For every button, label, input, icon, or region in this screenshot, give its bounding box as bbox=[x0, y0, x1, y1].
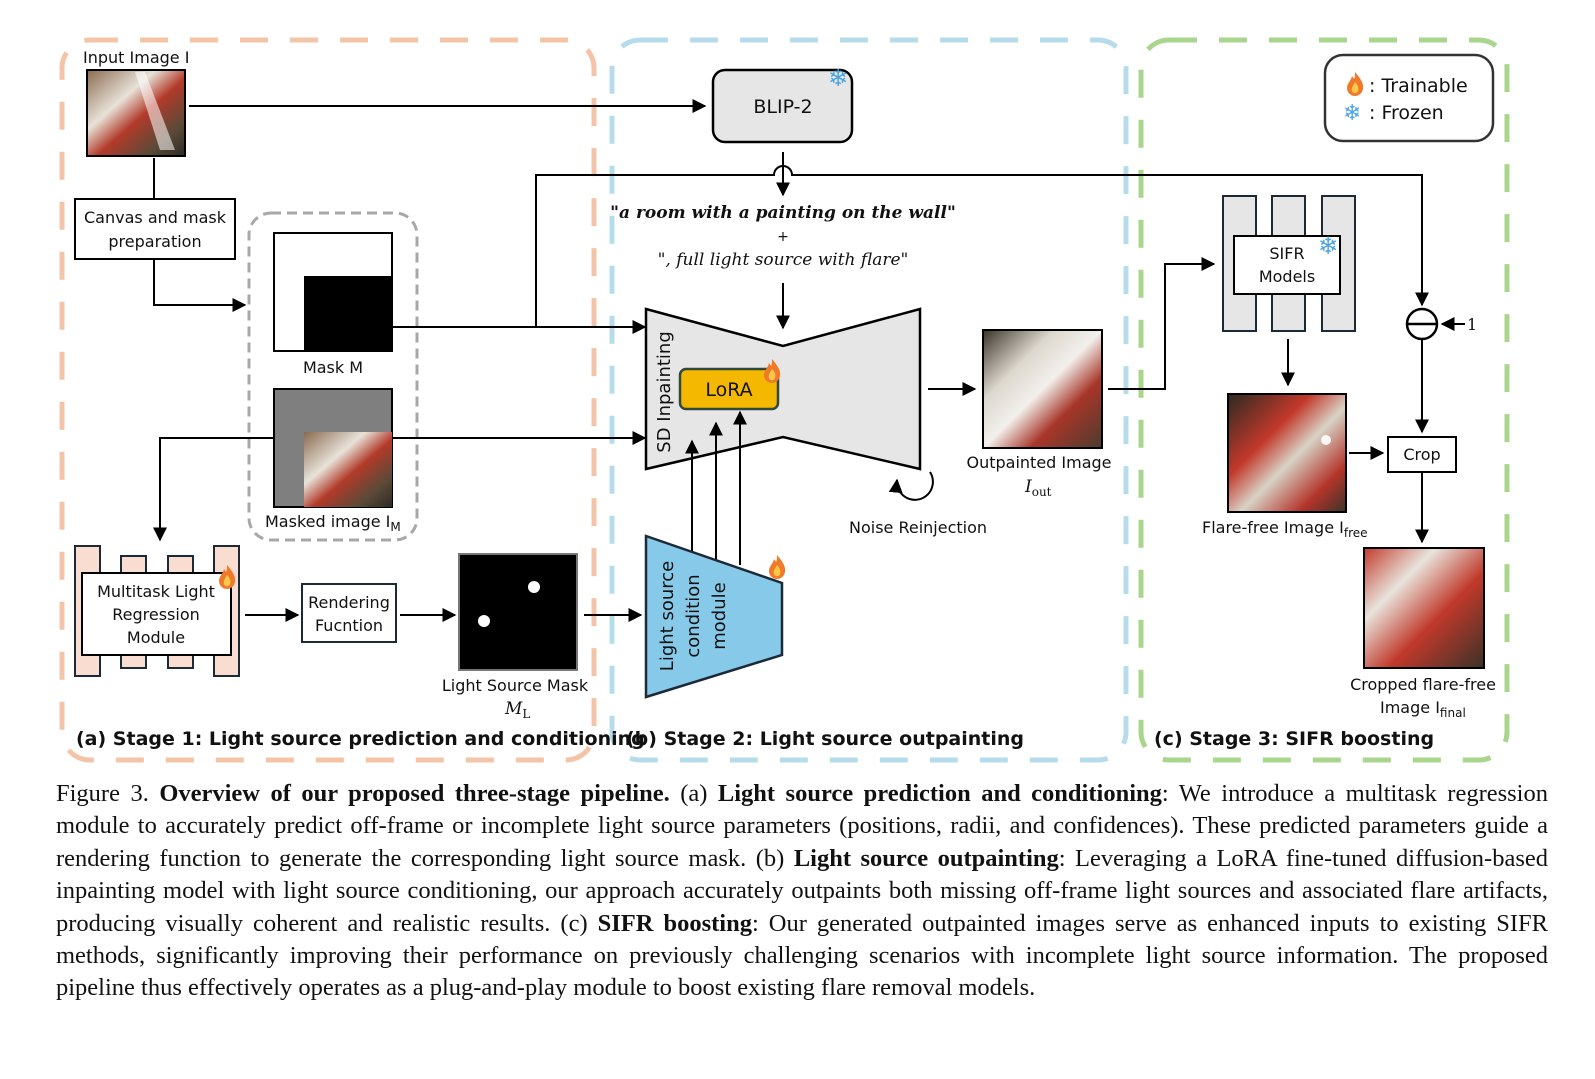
svg-text:SIFR: SIFR bbox=[1269, 244, 1304, 263]
light-source-mask-image bbox=[458, 553, 578, 671]
canvas-label-2: preparation bbox=[108, 232, 201, 251]
cropped-label-2: Image Ifinal bbox=[1380, 698, 1466, 720]
light-source-mask-symbol: ML bbox=[504, 699, 530, 721]
subtract-operator bbox=[1405, 307, 1439, 341]
caption-c-title: SIFR boosting bbox=[597, 909, 752, 937]
caption-fig-number: Figure 3. bbox=[56, 780, 149, 807]
masked-image-label: Masked image IM bbox=[265, 512, 401, 534]
caption-a-label: (a) bbox=[680, 780, 708, 807]
sd-inpainting-label: SD Inpainting bbox=[654, 331, 675, 452]
lora-label: LoRA bbox=[705, 379, 752, 401]
caption-c-text: : Our generated outpainted images serve … bbox=[56, 909, 1549, 1002]
snowflake-icon: ❄ bbox=[828, 64, 848, 92]
caption-c-label: (c) bbox=[560, 909, 588, 937]
caption-a-title: Light source prediction and conditioning bbox=[717, 780, 1162, 807]
caption-title: Overview of our proposed three-stage pip… bbox=[159, 780, 670, 807]
stage-c-frame bbox=[1138, 37, 1510, 763]
caption-a-text: : We introduce a multitask regression mo… bbox=[56, 780, 1548, 872]
canvas-label-1: Canvas and mask bbox=[84, 208, 227, 227]
caption-prompt: "a room with a painting on the wall" bbox=[610, 203, 956, 223]
noise-reinjection-arrow bbox=[888, 471, 934, 501]
canvas-mask-prep-box bbox=[74, 198, 236, 260]
svg-text:Multitask Light: Multitask Light bbox=[97, 582, 215, 601]
constant-one: 1 bbox=[1467, 315, 1477, 334]
snowflake-icon: ❄ bbox=[1318, 232, 1338, 260]
svg-text:Models: Models bbox=[1259, 267, 1315, 286]
caption-b-title: Light source outpainting bbox=[793, 844, 1059, 872]
pipeline-diagram: (a) Stage 1: Light source prediction and… bbox=[59, 37, 1510, 763]
cropped-label-1: Cropped flare-free bbox=[1350, 675, 1496, 694]
lscm-label-2: condition bbox=[683, 574, 704, 657]
crop-label: Crop bbox=[1403, 445, 1440, 464]
skip-connection-line bbox=[535, 165, 1429, 327]
legend-trainable: : Trainable bbox=[1369, 75, 1468, 97]
flare-free-image bbox=[1227, 393, 1347, 513]
flare-free-label: Flare-free Image Ifree bbox=[1202, 518, 1368, 540]
flame-icon bbox=[219, 565, 236, 589]
stage-a-frame bbox=[59, 37, 597, 763]
figure-caption: Figure 3. Overview of our proposed three… bbox=[56, 778, 1548, 1005]
stage-a-title: (a) Stage 1: Light source prediction and… bbox=[76, 728, 645, 750]
prompt-plus: + bbox=[777, 229, 789, 245]
mask-group-frame bbox=[247, 211, 419, 542]
cropped-flare-free-image bbox=[1363, 547, 1485, 669]
mask-label: Mask M bbox=[303, 358, 363, 377]
light-source-mask-label: Light Source Mask bbox=[442, 676, 589, 695]
snowflake-icon: ❄ bbox=[1343, 101, 1361, 126]
flare-prompt: ", full light source with flare" bbox=[658, 250, 909, 270]
legend-frozen: : Frozen bbox=[1369, 102, 1444, 124]
flame-icon bbox=[769, 555, 786, 579]
input-image-label: Input Image I bbox=[83, 48, 189, 67]
outpainted-label: Outpainted Image bbox=[966, 453, 1111, 472]
outpainted-symbol: Iout bbox=[1024, 477, 1052, 499]
blip2-label: BLIP-2 bbox=[753, 96, 812, 118]
multitask-light-regression-module: Multitask Light Regression Module bbox=[74, 545, 240, 677]
lora-box bbox=[678, 367, 780, 411]
sifr-models: SIFR Models bbox=[1222, 195, 1356, 332]
caption-b-text: : Leveraging a LoRA fine-tuned diffusion… bbox=[56, 844, 1548, 937]
rendering-function-box bbox=[301, 583, 397, 643]
caption-b-label: (b) bbox=[755, 844, 785, 872]
lscm-label-1: Light source bbox=[657, 561, 678, 671]
svg-text:Regression: Regression bbox=[112, 605, 200, 624]
flame-icon bbox=[1347, 72, 1364, 96]
flame-icon bbox=[764, 359, 781, 383]
lscm-label-3: module bbox=[709, 582, 730, 649]
svg-text:Module: Module bbox=[127, 628, 185, 647]
rendering-label-2: Fucntion bbox=[315, 616, 383, 635]
noise-reinjection-label: Noise Reinjection bbox=[849, 518, 987, 537]
rendering-label-1: Rendering bbox=[308, 593, 390, 612]
legend: : Trainable ❄ : Frozen bbox=[1323, 53, 1495, 143]
outpainted-image bbox=[982, 329, 1103, 449]
stage-c-title: (c) Stage 3: SIFR boosting bbox=[1154, 728, 1434, 750]
stage-b-title: (b) Stage 2: Light source outpainting bbox=[626, 728, 1024, 750]
light-source-condition-module bbox=[644, 534, 784, 699]
blip2-box bbox=[711, 68, 854, 144]
